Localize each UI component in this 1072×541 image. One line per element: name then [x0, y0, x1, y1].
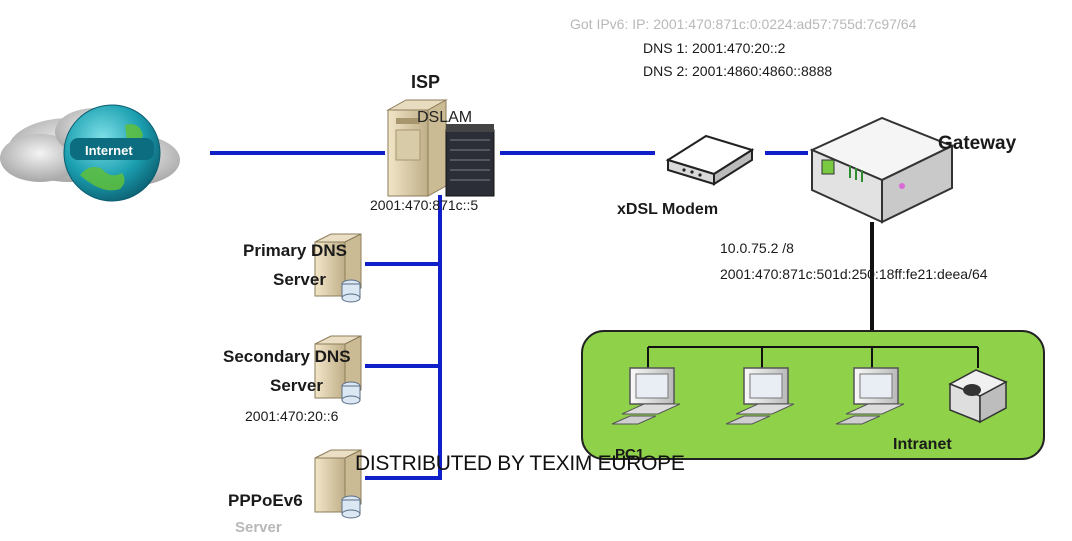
dns1-text: DNS 1: 2001:470:20::2: [643, 40, 786, 56]
intranet-label: Intranet: [893, 436, 952, 453]
secondary-dns-server-icon: [314, 335, 362, 405]
internet-label: Internet: [85, 143, 133, 158]
pc3-icon: [835, 367, 905, 425]
modem-icon: [665, 134, 755, 186]
gateway-ipv4: 10.0.75.2 /8: [720, 240, 794, 256]
secondary-dns-address: 2001:470:20::6: [245, 408, 339, 424]
pc1-label: PC1: [615, 446, 645, 463]
isp-title: ISP: [411, 72, 441, 92]
pc1-icon: [611, 367, 681, 425]
secondary-dns-label-line1: Secondary DNS: [223, 347, 351, 366]
primary-dns-label-line1: Primary DNS: [243, 241, 347, 260]
globe-icon: [63, 104, 161, 202]
dslam-icon: [386, 99, 495, 197]
primary-dns-server-icon: [314, 233, 362, 303]
watermark-text: DISTRIBUTED BY TEXIM EUROPE: [355, 452, 685, 475]
gateway-icon: [809, 116, 955, 224]
gateway-label: Gateway: [938, 133, 1017, 154]
pc2-icon: [725, 367, 795, 425]
isp-address: 2001:470:871c::5: [370, 197, 479, 213]
dns2-text: DNS 2: 2001:4860:4860::8888: [643, 63, 833, 79]
secondary-dns-label-line2: Server: [270, 376, 323, 395]
pppoe-label-line1: PPPoEv6: [228, 491, 303, 510]
wan-links: [210, 151, 808, 480]
pppoe-server-icon: [314, 449, 362, 519]
ipv6-info-text: Got IPv6: IP: 2001:470:871c:0:0224:ad57:…: [570, 16, 917, 32]
modem-label: xDSL Modem: [617, 201, 719, 218]
printer-icon: [948, 369, 1008, 424]
lan-bus: [647, 346, 979, 368]
gateway-ipv6: 2001:470:871c:501d:250:18ff:fe21:deea/64: [720, 266, 988, 282]
pppoe-label-line2: Server: [235, 519, 282, 536]
dslam-label: DSLAM: [417, 109, 473, 126]
intranet-box: [581, 330, 1045, 460]
primary-dns-label-line2: Server: [273, 270, 326, 289]
